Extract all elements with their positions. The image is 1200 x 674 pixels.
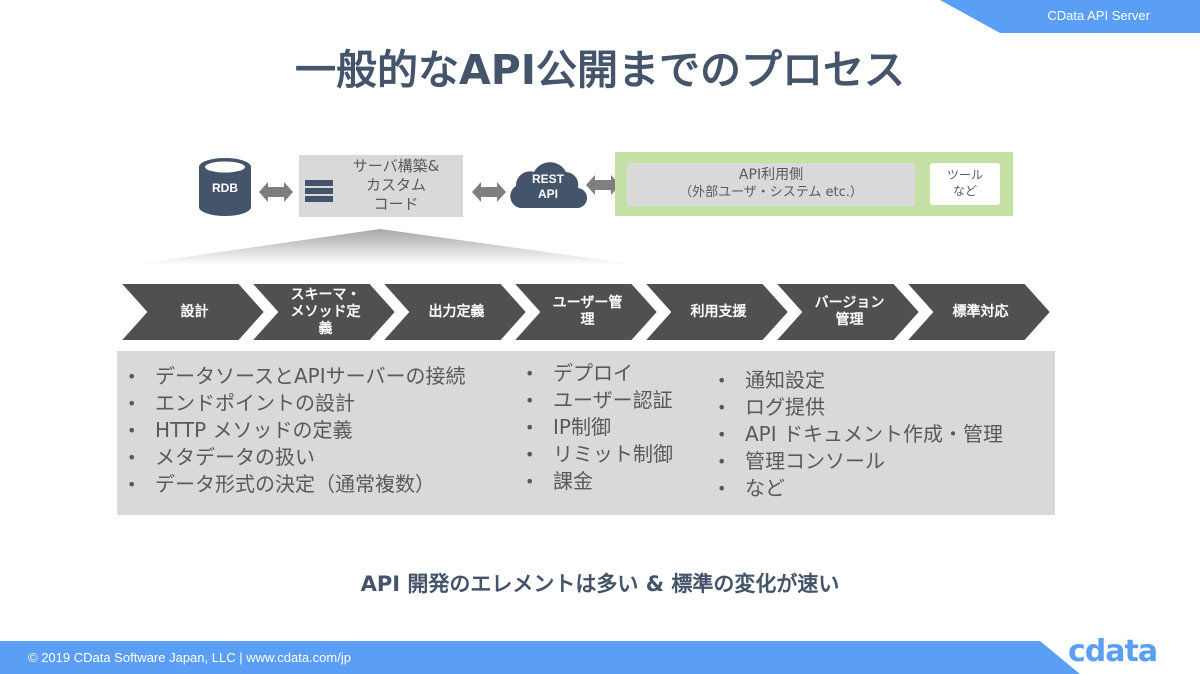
footer-bar	[0, 641, 1040, 674]
process-step: ユーザー管 理	[513, 283, 658, 341]
list-item: •メタデータの扱い	[127, 445, 315, 469]
chevron-shape	[382, 283, 527, 341]
api-consumer-box: API利用側 （外部ユーザ・システム etc.）	[627, 163, 915, 206]
rest-label-line: API	[537, 187, 558, 201]
process-step-label: 利用支援	[690, 303, 747, 320]
list-item: •API ドキュメント作成・管理	[717, 422, 1003, 446]
list-item: •データ形式の決定（通常複数）	[127, 472, 435, 496]
tools-label-line: など	[952, 184, 977, 198]
process-step-label: バージョン 管理	[814, 295, 885, 328]
details-panel: •データソースとAPIサーバーの接続 •エンドポイントの設計 •HTTP メソッ…	[117, 351, 1055, 515]
server-label-line: カスタム	[365, 176, 426, 194]
chevron-shape	[775, 283, 920, 341]
process-step: バージョン 管理	[775, 283, 920, 341]
page-title: 一般的なAPI公開までのプロセス	[294, 46, 906, 94]
consumer-title: API利用側	[738, 167, 804, 183]
api-consumer-frame: API利用側 （外部ユーザ・システム etc.） ツール など	[615, 152, 1013, 216]
process-step: 設計	[120, 283, 265, 341]
list-item: •リミット制御	[525, 442, 673, 466]
details-column-operation: •デプロイ •ユーザー認証 •IP制御 •リミット制御 •課金	[515, 360, 673, 495]
chevron-shape	[513, 283, 658, 341]
list-item: •管理コンソール	[717, 449, 885, 473]
server-icon	[305, 180, 333, 202]
rdb-node: RDB	[199, 157, 251, 217]
server-label-line: コード	[373, 195, 419, 213]
database-icon	[199, 158, 251, 216]
cdata-logo: cdata	[1068, 634, 1158, 669]
process-step-label: 設計	[180, 303, 209, 320]
list-item: •課金	[525, 469, 593, 493]
process-step: スキーマ・ メソッド定 義	[251, 283, 396, 341]
expansion-shape	[130, 229, 640, 265]
tools-box: ツール など	[930, 163, 1000, 205]
process-step-label: 標準対応	[952, 303, 1009, 320]
rest-api-node: REST API	[508, 158, 588, 210]
process-step: 出力定義	[382, 283, 527, 341]
double-arrow-icon	[586, 175, 620, 195]
list-item: •デプロイ	[525, 361, 633, 385]
double-arrow-icon	[472, 182, 506, 202]
header-banner: CData API Server	[940, 0, 1200, 33]
details-column-design: •データソースとAPIサーバーの接続 •エンドポイントの設計 •HTTP メソッ…	[117, 363, 465, 498]
tools-label-line: ツール	[946, 168, 983, 182]
list-item: •通知設定	[717, 368, 825, 392]
process-step-label: スキーマ・ メソッド定 義	[290, 286, 361, 337]
server-build-box: サーバ構築& カスタム コード	[299, 155, 463, 217]
list-item: •など	[717, 476, 785, 500]
process-chevron-row: 設計 スキーマ・ メソッド定 義 出力定義 ユーザー管 理 利用支援 バージョン 管理 標準…	[120, 283, 1060, 341]
process-step: 標準対応	[906, 283, 1051, 341]
details-column-support: •通知設定 •ログ提供 •API ドキュメント作成・管理 •管理コンソール •な…	[707, 367, 1003, 502]
process-step-label: 出力定義	[428, 303, 485, 320]
chevron-shape	[644, 283, 789, 341]
server-build-label: サーバ構築& カスタム コード	[329, 157, 463, 214]
list-item: •ログ提供	[717, 395, 825, 419]
footer: © 2019 CData Software Japan, LLC | www.c…	[0, 634, 1200, 674]
rest-label-line: REST	[531, 172, 564, 186]
list-item: •HTTP メソッドの定義	[127, 418, 353, 442]
chevron-shape	[906, 283, 1051, 341]
rdb-label: RDB	[212, 181, 238, 195]
process-step-label: ユーザー管 理	[552, 295, 623, 328]
chevron-shape	[251, 283, 396, 341]
banner-shape	[940, 0, 1200, 33]
rest-api-label: REST API	[508, 172, 588, 202]
chevron-shape	[120, 283, 265, 341]
cloud-icon	[510, 162, 588, 209]
list-item: •ユーザー認証	[525, 388, 673, 412]
footer-bar-tip	[1040, 641, 1080, 674]
list-item: •エンドポイントの設計	[127, 391, 355, 415]
product-label: CData API Server	[1047, 8, 1150, 23]
process-step: 利用支援	[644, 283, 789, 341]
consumer-subtitle: （外部ユーザ・システム etc.）	[679, 185, 863, 200]
server-label-line: サーバ構築&	[352, 157, 440, 175]
list-item: •データソースとAPIサーバーの接続	[127, 364, 466, 388]
double-arrow-icon	[259, 182, 293, 202]
list-item: •IP制御	[525, 415, 611, 439]
copyright-text: © 2019 CData Software Japan, LLC | www.c…	[28, 650, 351, 665]
tagline: API 開発のエレメントは多い & 標準の変化が速い	[360, 572, 840, 596]
